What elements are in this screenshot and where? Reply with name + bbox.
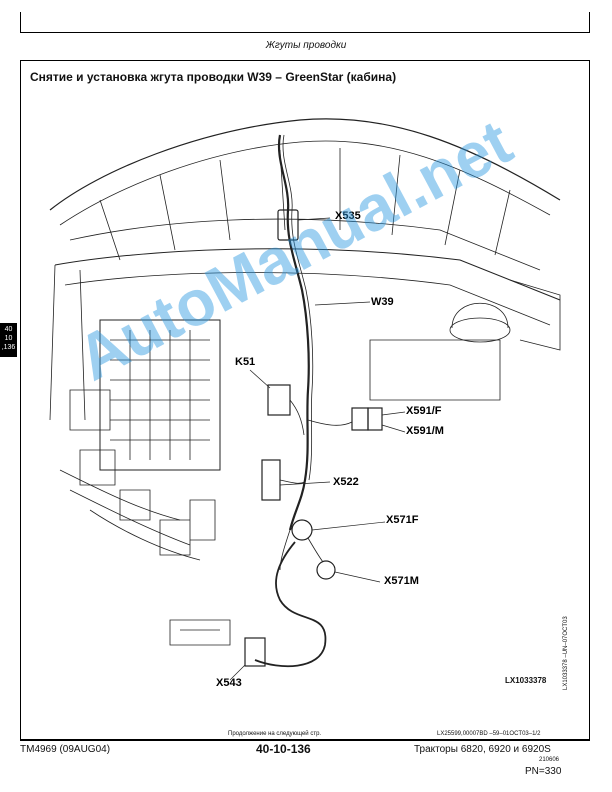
connector-x571f [291, 519, 313, 541]
left-wiring [59, 469, 201, 561]
cab-roof-outline [49, 118, 561, 211]
connector-x522 [261, 459, 281, 501]
callout-x522: X522 [333, 476, 359, 488]
beacon-dome [451, 302, 509, 329]
connector-x571m [316, 560, 336, 580]
section-tab-line-2: 10 [4, 335, 13, 342]
callout-x543: X543 [216, 677, 242, 689]
section-tab-line-3: ,136 [1, 344, 16, 351]
pn-number: PN=330 [525, 766, 562, 777]
callout-w39: W39 [371, 296, 394, 308]
connector-x543 [244, 637, 266, 667]
headliner-edge-2 [64, 272, 551, 326]
harness-w39-shadow [282, 134, 314, 481]
leader-x591m [381, 424, 406, 433]
x543-mating-block [169, 619, 231, 646]
content-frame [20, 60, 590, 740]
callout-x591m: X591/M [406, 425, 444, 437]
header-section-title: Жгуты проводки [265, 40, 347, 51]
top-left-tick [20, 12, 21, 32]
footer-rule [20, 740, 590, 741]
x522-branch [279, 479, 306, 484]
callout-x571m: X571M [384, 575, 419, 587]
harness-to-x543 [254, 541, 327, 668]
fuse-panel [99, 319, 221, 471]
leader-x522 [279, 481, 331, 486]
leader-k51 [249, 369, 271, 389]
callout-x535: X535 [335, 210, 361, 222]
connector-x591m [367, 407, 383, 431]
right-bracket [509, 279, 561, 351]
callout-x571f: X571F [386, 514, 419, 526]
leader-x591f [381, 411, 406, 416]
figure-vertical-ref: LX1033378 –UN–07OCT03 [563, 616, 569, 690]
section-tab: 40 10 ,136 [0, 323, 17, 357]
connector-k51 [267, 384, 291, 416]
small-code: 210606 [539, 757, 560, 763]
page-title: Снятие и установка жгута проводки W39 – … [30, 70, 397, 84]
top-rule [20, 32, 590, 33]
section-tab-line-1: 40 [4, 326, 13, 333]
leader-x535 [297, 217, 331, 221]
product-name: Тракторы 6820, 6920 и 6920S [414, 744, 551, 755]
leader-w39 [314, 301, 371, 306]
leader-x571f [311, 521, 386, 531]
x591-branch [307, 419, 353, 426]
right-panel [369, 339, 501, 401]
headliner-edge [54, 248, 561, 301]
relay-cluster [69, 389, 216, 556]
cab-roof-inner [59, 140, 551, 226]
leader-x543 [229, 664, 246, 681]
harness-w39 [277, 134, 310, 531]
doc-reference: LX25599,00007BD –59–01OCT03–1/2 [437, 731, 541, 737]
left-pillar [49, 264, 86, 421]
leader-x571m [334, 571, 381, 583]
figure-id: LX1033378 [505, 676, 547, 685]
connector-x535 [277, 209, 299, 241]
x571-link [307, 537, 324, 563]
callout-x591f: X591/F [406, 405, 442, 417]
wiring-harness-illustration [49, 118, 561, 681]
beacon-base [449, 317, 511, 343]
k51-branch [289, 399, 305, 436]
callout-k51: K51 [235, 356, 256, 368]
continued-note: Продолжение на следующей стр. [228, 731, 322, 737]
roof-ribs [99, 148, 511, 261]
manual-id: TM4969 (09AUG04) [20, 744, 111, 755]
top-right-tick [589, 12, 590, 32]
roof-panel-edge [69, 218, 541, 271]
connector-x591f [351, 407, 369, 431]
fuse-grid [110, 330, 210, 460]
page-number: 40-10-136 [256, 742, 311, 756]
